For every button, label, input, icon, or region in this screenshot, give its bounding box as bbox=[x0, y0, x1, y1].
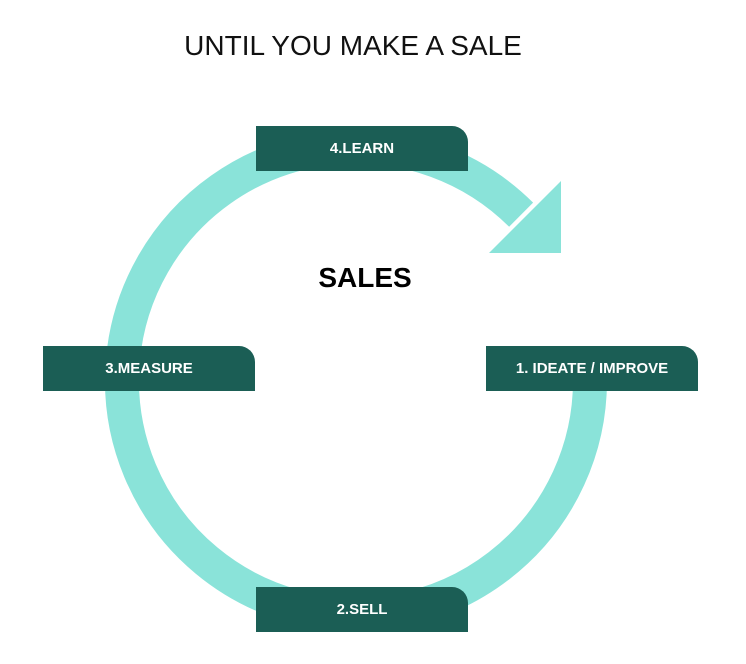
step-ideate-improve: 1. IDEATE / IMPROVE bbox=[486, 346, 698, 391]
center-label: SALES bbox=[318, 262, 412, 293]
step-measure: 3.MEASURE bbox=[43, 346, 255, 391]
step-sell: 2.SELL bbox=[256, 587, 468, 632]
diagram-title: UNTIL YOU MAKE A SALE bbox=[184, 30, 522, 61]
cycle-arrowhead bbox=[489, 181, 561, 253]
step-learn: 4.LEARN bbox=[256, 126, 468, 171]
